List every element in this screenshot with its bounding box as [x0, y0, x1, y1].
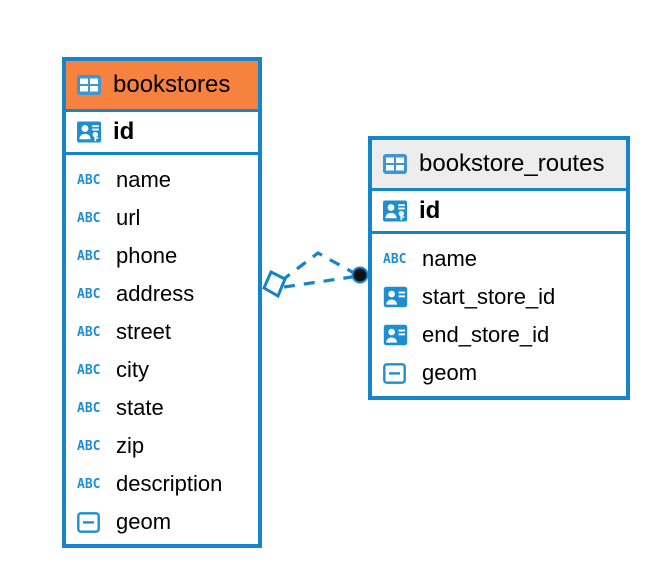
field-label: address [116, 281, 195, 306]
text-type-icon: ABC [77, 476, 101, 492]
diamond-marker [262, 269, 287, 299]
field-label: street [116, 319, 172, 344]
geometry-type-icon [383, 362, 413, 384]
field-row-state[interactable]: ABC state [66, 389, 258, 427]
field-label: description [116, 471, 223, 496]
field-row-name[interactable]: ABC name [66, 161, 258, 199]
field-label: city [116, 357, 149, 382]
field-row-id[interactable]: id [66, 109, 258, 155]
field-row-street[interactable]: ABC street [66, 313, 258, 351]
foreign-key-icon [383, 324, 413, 346]
relationship-line-arc [280, 251, 355, 283]
entity-title: bookstores [113, 71, 231, 98]
primary-key-icon [382, 199, 408, 223]
text-type-icon: ABC [77, 400, 101, 416]
field-list-bookstores: ABC name ABC url ABC phone ABC address A… [66, 155, 258, 549]
entity-bookstores[interactable]: bookstores id ABC name [62, 57, 262, 548]
text-type-icon: ABC [77, 210, 101, 226]
text-type-icon: ABC [77, 286, 101, 302]
field-row-url[interactable]: ABC url [66, 199, 258, 237]
field-row-description[interactable]: ABC description [66, 465, 258, 503]
entity-header-bookstores[interactable]: bookstores [66, 61, 258, 109]
field-row-geom[interactable]: geom [66, 503, 258, 541]
field-row-start-store-id[interactable]: start_store_id [372, 278, 626, 316]
entity-header-bookstore-routes[interactable]: bookstore_routes [372, 140, 626, 188]
table-icon [76, 74, 102, 96]
relationship-line-straight [283, 275, 353, 289]
field-row-phone[interactable]: ABC phone [66, 237, 258, 275]
text-type-icon: ABC [77, 362, 101, 378]
field-label: start_store_id [422, 284, 556, 309]
field-row-id[interactable]: id [372, 188, 626, 234]
field-label: geom [116, 509, 172, 534]
circle-marker [351, 266, 369, 284]
field-row-zip[interactable]: ABC zip [66, 427, 258, 465]
entity-title: bookstore_routes [419, 150, 605, 177]
field-label: name [116, 167, 172, 192]
field-label: url [116, 205, 141, 230]
field-label: state [116, 395, 164, 420]
field-label: name [422, 246, 478, 271]
field-label: zip [116, 433, 145, 458]
primary-key-icon [76, 120, 102, 144]
text-type-icon: ABC [383, 251, 407, 267]
field-list-bookstore-routes: ABC name start_store_id [372, 234, 626, 400]
field-row-name[interactable]: ABC name [372, 240, 626, 278]
text-type-icon: ABC [77, 324, 101, 340]
geometry-type-icon [77, 511, 107, 533]
field-label: id [113, 118, 135, 145]
field-label: end_store_id [422, 322, 550, 347]
field-label: id [419, 197, 441, 224]
field-label: geom [422, 360, 478, 385]
text-type-icon: ABC [77, 438, 101, 454]
foreign-key-icon [383, 286, 413, 308]
field-row-end-store-id[interactable]: end_store_id [372, 316, 626, 354]
field-label: phone [116, 243, 178, 268]
entity-bookstore-routes[interactable]: bookstore_routes id ABC name [368, 136, 630, 400]
field-row-address[interactable]: ABC address [66, 275, 258, 313]
text-type-icon: ABC [77, 172, 101, 188]
table-icon [382, 153, 408, 175]
field-row-geom[interactable]: geom [372, 354, 626, 392]
text-type-icon: ABC [77, 248, 101, 264]
field-row-city[interactable]: ABC city [66, 351, 258, 389]
